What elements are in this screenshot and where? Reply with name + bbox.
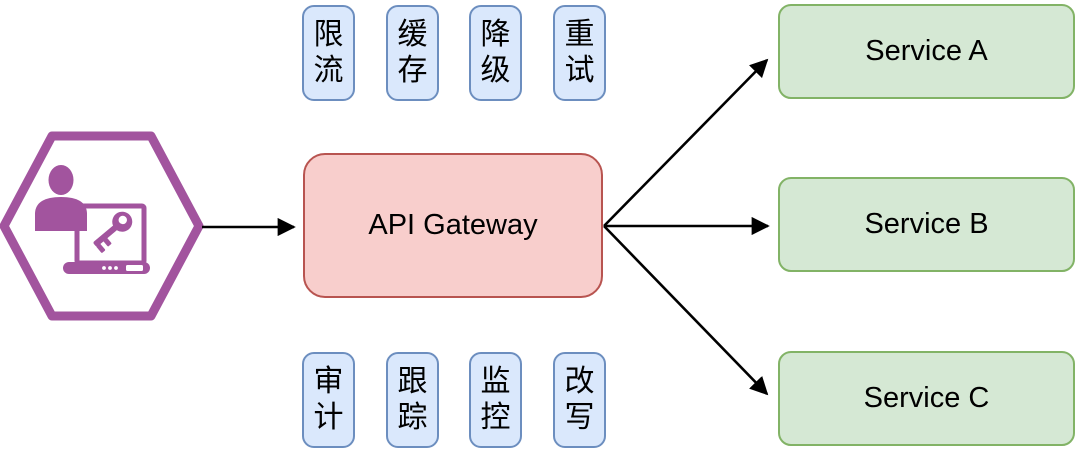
feature-label: 降级 xyxy=(480,18,511,87)
connector-gateway-to-service-c xyxy=(603,225,769,396)
feature-box-audit: 审计 xyxy=(302,352,355,448)
feature-label: 跟踪 xyxy=(397,365,428,434)
service-a-box: Service A xyxy=(778,4,1075,99)
client-node xyxy=(0,131,204,321)
service-b-label: Service B xyxy=(864,208,989,240)
feature-label: 重试 xyxy=(564,18,595,87)
service-c-label: Service C xyxy=(863,382,990,414)
feature-label: 监控 xyxy=(480,365,511,434)
api-gateway-box: API Gateway xyxy=(303,153,603,298)
feature-box-rewrite: 改写 xyxy=(553,352,606,448)
service-a-label: Service A xyxy=(865,35,988,67)
feature-label: 审计 xyxy=(313,365,344,434)
feature-box-cache: 缓存 xyxy=(386,5,439,101)
feature-box-trace: 跟踪 xyxy=(386,352,439,448)
service-c-box: Service C xyxy=(778,351,1075,446)
user-laptop-key-icon xyxy=(35,165,150,274)
feature-box-retry: 重试 xyxy=(553,5,606,101)
feature-label: 缓存 xyxy=(397,18,428,87)
feature-box-degrade: 降级 xyxy=(469,5,522,101)
feature-label: 限流 xyxy=(313,18,344,87)
feature-label: 改写 xyxy=(564,365,595,434)
feature-box-monitor: 监控 xyxy=(469,352,522,448)
api-gateway-label: API Gateway xyxy=(368,209,538,241)
feature-box-rate-limit: 限流 xyxy=(302,5,355,101)
connector-gateway-to-service-a xyxy=(603,58,769,227)
service-b-box: Service B xyxy=(778,177,1075,272)
